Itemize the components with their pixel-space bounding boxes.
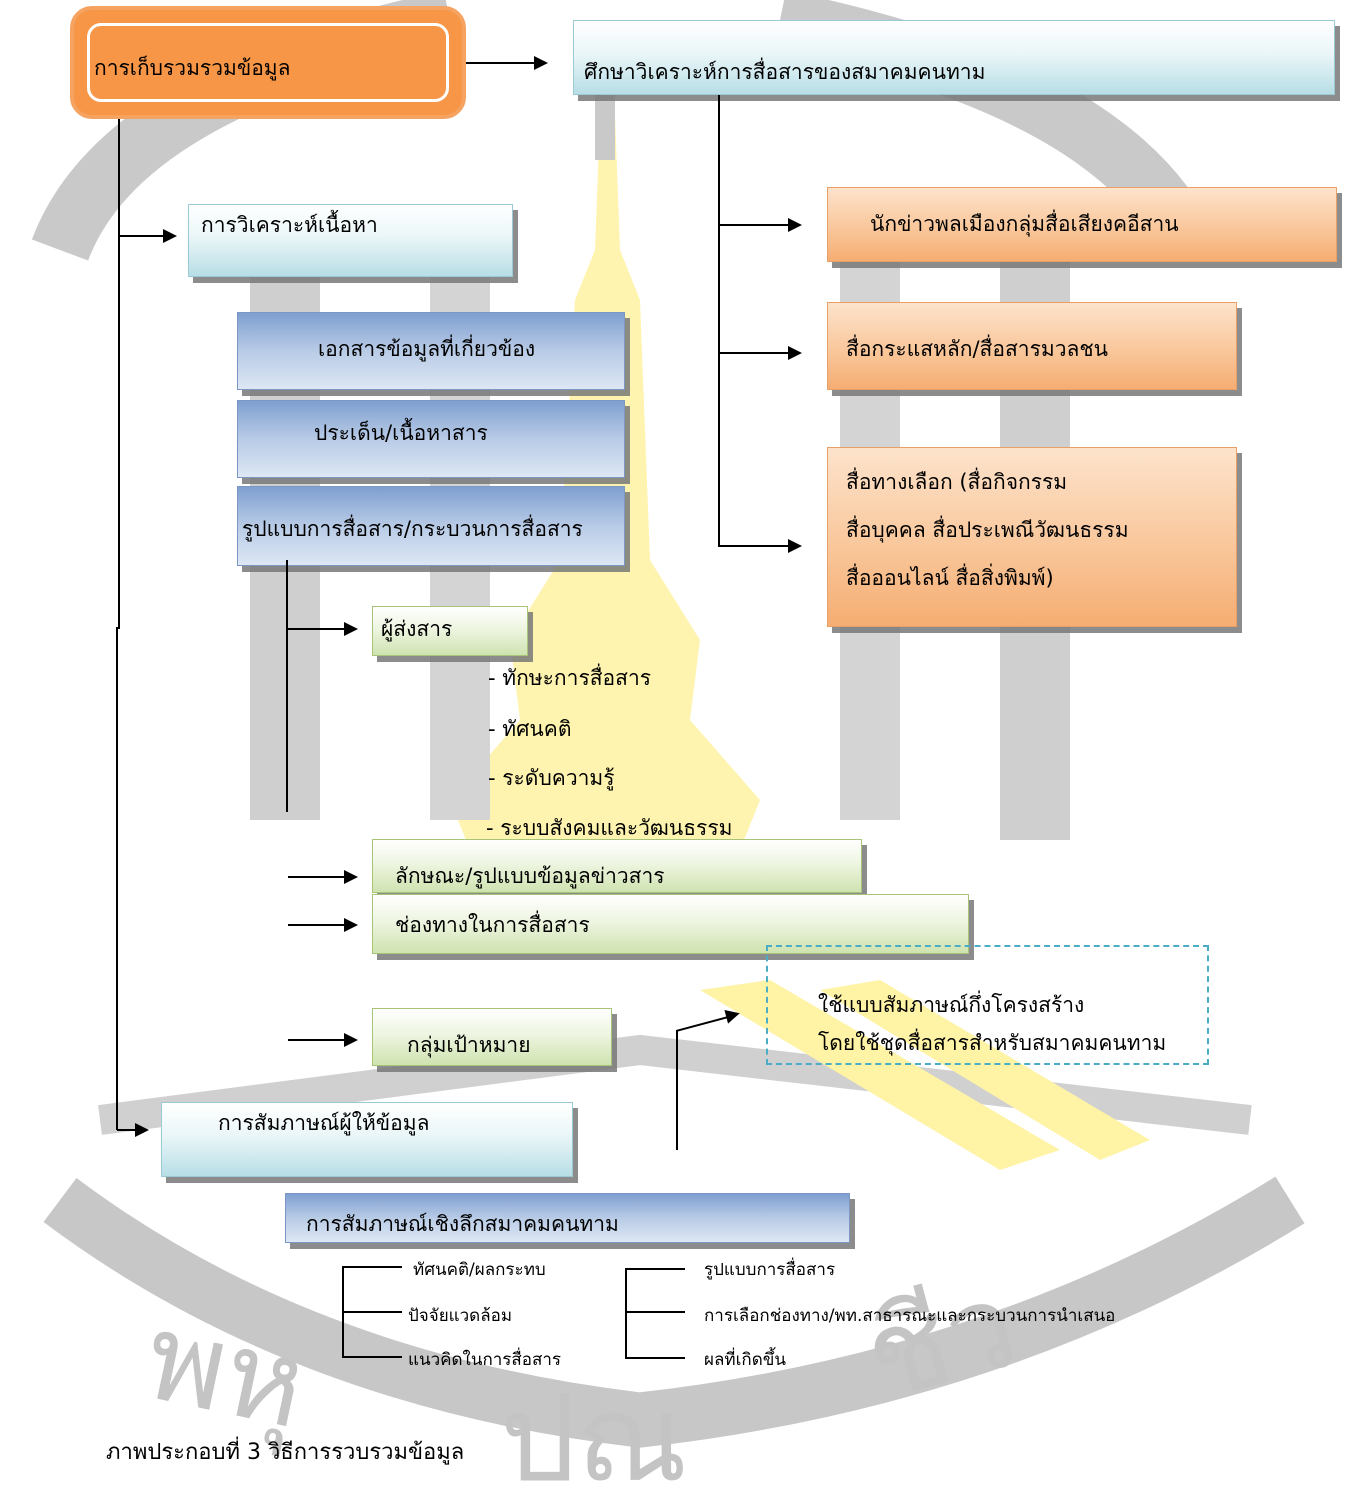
issues-box: ประเด็น/เนื้อหาสาร <box>237 400 625 478</box>
sender-item-social: - ระบบสังคมและวัฒนธรรม <box>486 816 733 840</box>
interview-method-line-1: ใช้แบบสัมภาษณ์กึ่งโครงสร้าง <box>818 993 1085 1017</box>
interview-method-box: ใช้แบบสัมภาษณ์กึ่งโครงสร้าง โดยใช้ชุดสื่… <box>766 945 1209 1065</box>
interview-method-arrowhead <box>724 1006 742 1024</box>
channel-box: ช่องทางในการสื่อสาร <box>372 894 969 954</box>
arrow-to-informant-interview <box>117 1123 149 1137</box>
topic-attitude-impact: ทัศนคติ/ผลกระทบ <box>413 1260 546 1280</box>
interview-method-line-2: โดยใช้ชุดสื่อสารสำหรับสมาคมคนทาม <box>818 1031 1167 1055</box>
message-type-label: ลักษณะ/รูปแบบข้อมูลข่าวสาร <box>395 864 665 888</box>
issues-label: ประเด็น/เนื้อหาสาร <box>314 421 488 445</box>
sender-item-knowledge: - ระดับความรู้ <box>488 766 615 790</box>
left-bracket-top <box>342 1266 402 1268</box>
documents-box: เอกสารข้อมูลที่เกี่ยวข้อง <box>237 312 625 390</box>
pattern-branch-line <box>286 560 288 812</box>
right-bracket-bottom <box>625 1357 685 1359</box>
topic-outcome: ผลที่เกิดขึ้น <box>704 1350 786 1370</box>
arrow-collect-to-study <box>466 56 548 70</box>
alternative-media-line-2: สื่อบุคคล สื่อประเพณีวัฒนธรรม <box>846 518 1129 542</box>
arrow-to-sender <box>288 622 358 636</box>
arrow-to-mainstream <box>720 346 802 360</box>
main-trunk-line-upper <box>118 119 120 629</box>
arrow-to-alternative <box>720 539 802 553</box>
alternative-media-box: สื่อทางเลือก (สื่อกิจกรรม สื่อบุคคล สื่อ… <box>827 447 1237 627</box>
communication-pattern-label: รูปแบบการสื่อสาร/กระบวนการสื่อสาร <box>242 517 583 541</box>
study-analysis-box: ศึกษาวิเคราะห์การสื่อสารของสมาคมคนทาม <box>573 20 1335 95</box>
sender-item-skill: - ทักษะการสื่อสาร <box>488 666 652 690</box>
documents-label: เอกสารข้อมูลที่เกี่ยวข้อง <box>318 337 536 361</box>
arrow-to-citizen <box>720 218 802 232</box>
citizen-reporter-label: นักข่าวพลเมืองกลุ่มสื่อเสียงคอีสาน <box>870 212 1179 236</box>
arrow-to-channel <box>288 918 358 932</box>
mainstream-media-label: สื่อกระแสหลัก/สื่อสารมวลชน <box>846 337 1108 361</box>
topic-concept: แนวคิดในการสื่อสาร <box>408 1350 562 1370</box>
right-bracket-top <box>625 1268 685 1270</box>
citizen-reporter-box: นักข่าวพลเมืองกลุ่มสื่อเสียงคอีสาน <box>827 187 1337 262</box>
interview-method-connector <box>676 1030 678 1150</box>
topic-channel-selection: การเลือกช่องทาง/พท.สาธารณะและกระบวนการนำ… <box>704 1306 1116 1326</box>
left-bracket-bottom <box>342 1356 402 1358</box>
study-branch-line <box>718 95 720 547</box>
figure-caption: ภาพประกอบที่ 3 วิธีการรวบรวมข้อมูล <box>106 1440 465 1465</box>
mainstream-media-box: สื่อกระแสหลัก/สื่อสารมวลชน <box>827 302 1237 390</box>
communication-pattern-box: รูปแบบการสื่อสาร/กระบวนการสื่อสาร <box>237 486 625 566</box>
topic-environment: ปัจจัยแวดล้อม <box>408 1306 513 1326</box>
left-bracket-mid <box>342 1311 402 1313</box>
sender-item-attitude: - ทัศนคติ <box>488 717 572 741</box>
informant-interview-label: การสัมภาษณ์ผู้ให้ข้อมูล <box>218 1111 430 1135</box>
arrow-to-message-type <box>288 870 358 884</box>
study-analysis-label: ศึกษาวิเคราะห์การสื่อสารของสมาคมคนทาม <box>584 60 986 84</box>
alternative-media-line-1: สื่อทางเลือก (สื่อกิจกรรม <box>846 470 1068 494</box>
message-type-box: ลักษณะ/รูปแบบข้อมูลข่าวสาร <box>372 839 862 893</box>
content-analysis-box: การวิเคราะห์เนื้อหา <box>188 204 513 277</box>
topic-communication-pattern: รูปแบบการสื่อสาร <box>704 1260 836 1280</box>
target-group-label: กลุ่มเป้าหมาย <box>407 1033 531 1057</box>
alternative-media-line-3: สื่อออนไลน์ สื่อสิ่งพิมพ์) <box>846 566 1054 590</box>
collect-data-box: การเก็บรวมรวมข้อมูล <box>70 6 466 119</box>
channel-label: ช่องทางในการสื่อสาร <box>395 913 590 937</box>
content-analysis-label: การวิเคราะห์เนื้อหา <box>201 213 378 237</box>
svg-text:ปณ: ปณ <box>500 1370 688 1499</box>
indepth-interview-box: การสัมภาษณ์เชิงลึกสมาคมคนทาม <box>285 1193 850 1243</box>
target-group-box: กลุ่มเป้าหมาย <box>372 1008 612 1066</box>
svg-text:ชีว: ชีว <box>852 1255 1032 1428</box>
right-bracket-mid <box>625 1311 685 1313</box>
informant-interview-box: การสัมภาษณ์ผู้ให้ข้อมูล <box>161 1102 573 1177</box>
arrow-to-target <box>288 1033 358 1047</box>
arrow-to-content-analysis <box>119 229 177 243</box>
sender-label: ผู้ส่งสาร <box>381 617 453 641</box>
indepth-interview-label: การสัมภาษณ์เชิงลึกสมาคมคนทาม <box>306 1212 619 1236</box>
sender-box: ผู้ส่งสาร <box>372 606 528 656</box>
main-trunk-line-lower <box>116 627 118 1130</box>
right-bracket-line <box>625 1268 627 1358</box>
collect-data-label: การเก็บรวมรวมข้อมูล <box>94 56 291 80</box>
